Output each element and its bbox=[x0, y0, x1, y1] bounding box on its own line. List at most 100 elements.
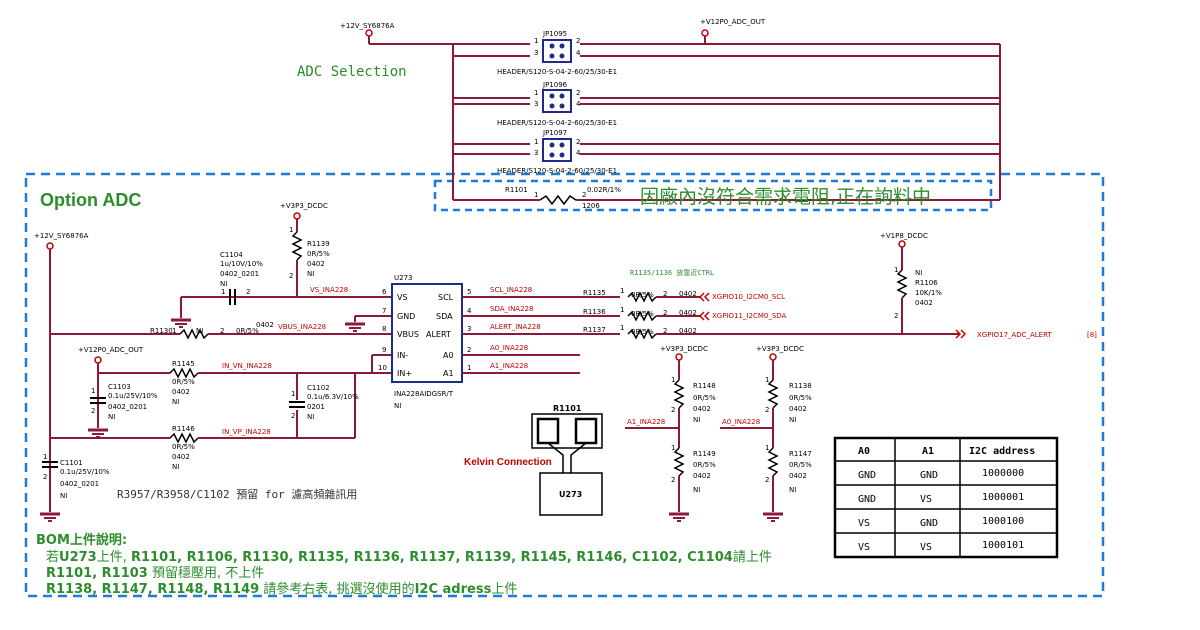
c1102-symbol[interactable] bbox=[289, 401, 305, 408]
offpage-connector-sda bbox=[698, 311, 710, 321]
bom-line3-bold2: I2C adress bbox=[415, 582, 492, 597]
r1101-value: 0.02R/1% bbox=[587, 186, 621, 194]
c1101-symbol[interactable] bbox=[42, 461, 58, 468]
power-flag-v12p0-left bbox=[94, 356, 102, 364]
kelvin-connection-label: Kelvin Connection bbox=[464, 457, 552, 468]
r1139-pin2: 2 bbox=[289, 272, 293, 280]
r1136-symbol[interactable] bbox=[627, 310, 657, 322]
header-jp1095[interactable] bbox=[542, 39, 572, 63]
u273-pin9-num: 9 bbox=[382, 346, 386, 354]
jp1096-pin1: 1 bbox=[534, 89, 538, 97]
kelvin-connection-diagram bbox=[531, 413, 603, 516]
header-jp1097-ref: JP1097 bbox=[542, 129, 567, 137]
r1138-pkg: 0402 bbox=[789, 405, 807, 413]
c1103-pin1: 1 bbox=[91, 387, 95, 395]
bom-line3-mid: 請參考右表, 挑選沒使用的 bbox=[259, 581, 414, 597]
u273-pin6-num: 6 bbox=[382, 288, 387, 296]
c1104-symbol[interactable] bbox=[229, 289, 236, 305]
table-cell: VS bbox=[858, 542, 870, 553]
ground-symbol bbox=[763, 512, 783, 522]
r1139-symbol[interactable] bbox=[291, 231, 303, 261]
net-a0-right-label: A0_INA228 bbox=[722, 418, 760, 426]
r1130-symbol[interactable] bbox=[179, 328, 209, 340]
r1136-pin1: 1 bbox=[620, 306, 624, 314]
net-in-vn-label: IN_VN_INA228 bbox=[222, 362, 272, 370]
bom-line3-post: 上件 bbox=[491, 582, 517, 597]
c1103-symbol[interactable] bbox=[90, 397, 106, 404]
power-flag-v3p3-b bbox=[769, 353, 777, 361]
net-alert-label: ALERT_INA228 bbox=[490, 323, 541, 331]
net-vs-label: VS_INA228 bbox=[310, 286, 348, 294]
c1103-value: 0.1u/25V/10% bbox=[108, 392, 158, 400]
r1145-symbol[interactable] bbox=[169, 367, 199, 379]
u273-pin-scl: SCL bbox=[438, 293, 454, 302]
table-cell: GND bbox=[858, 470, 876, 481]
r1147-pin2: 2 bbox=[765, 476, 769, 484]
power-flag-12v-left bbox=[46, 242, 54, 250]
bom-line1-pre: 若 bbox=[46, 549, 59, 565]
r1148-symbol[interactable] bbox=[673, 379, 685, 409]
u273-pin-sda: SDA bbox=[436, 312, 453, 321]
net-vbus-label: VBUS_INA228 bbox=[278, 323, 326, 331]
r1135-1136-note: R1135/1136 放靠近CTRL bbox=[630, 268, 714, 277]
power-flag-v3p3-top bbox=[293, 212, 301, 220]
r1130-value: 0R/5% bbox=[236, 327, 259, 335]
r1138-ref: R1138 bbox=[789, 382, 812, 390]
c1101-value: 0.1u/25V/10% bbox=[60, 468, 110, 476]
r1137-pkg: 0402 bbox=[679, 327, 697, 335]
table-cell: 1000101 bbox=[982, 540, 1024, 551]
r1135-symbol[interactable] bbox=[627, 291, 657, 303]
header-jp1096[interactable] bbox=[542, 89, 572, 113]
header-jp1096-part: HEADER/S120-S-04-2-60/25/30-E1 bbox=[497, 119, 617, 127]
r1148-pin1: 1 bbox=[671, 376, 675, 384]
jp1095-pin3: 3 bbox=[534, 49, 538, 57]
net-scl-label: SCL_INA228 bbox=[490, 286, 532, 294]
net-a0-label: A0_INA228 bbox=[490, 344, 528, 352]
r1106-pkg: 0402 bbox=[915, 299, 933, 307]
rail-v1p8-label: +V1P8_DCDC bbox=[880, 232, 928, 240]
r1148-pkg: 0402 bbox=[693, 405, 711, 413]
r1101-pin1: 1 bbox=[534, 191, 538, 199]
r1137-pin1: 1 bbox=[620, 324, 624, 332]
bom-line-2: R1101, R1103 預留穩壓用, 不上件 bbox=[46, 566, 264, 581]
jp1095-pin1: 1 bbox=[534, 37, 538, 45]
power-flag-v1p8 bbox=[898, 240, 906, 248]
r1149-pin2: 2 bbox=[671, 476, 675, 484]
r1145-pkg: 0402 bbox=[172, 388, 190, 396]
r1137-symbol[interactable] bbox=[627, 328, 657, 340]
r1138-symbol[interactable] bbox=[767, 379, 779, 409]
header-wiring bbox=[368, 36, 1001, 201]
r1147-symbol[interactable] bbox=[767, 447, 779, 477]
table-cell: GND bbox=[858, 494, 876, 505]
jp1097-pin1: 1 bbox=[534, 138, 538, 146]
r1149-symbol[interactable] bbox=[673, 447, 685, 477]
table-cell: 1000100 bbox=[982, 516, 1024, 527]
r1149-pkg: 0402 bbox=[693, 472, 711, 480]
r1137-pin2: 2 bbox=[663, 327, 667, 335]
r1130-pin2: 2 bbox=[220, 327, 224, 335]
u273-pin10-num: 10 bbox=[378, 364, 387, 372]
r1149-pin1: 1 bbox=[671, 444, 675, 452]
r1101-symbol[interactable] bbox=[539, 194, 580, 206]
r1135-ref: R1135 bbox=[583, 289, 606, 297]
u273-pin-vs: VS bbox=[397, 293, 408, 302]
rail-v3p3-b-label: +V3P3_DCDC bbox=[756, 345, 804, 353]
u273-pin1-num: 1 bbox=[467, 364, 471, 372]
r1101-pkg: 1206 bbox=[582, 202, 600, 210]
r1130-ref: R1130 bbox=[150, 327, 173, 335]
rail-v12p0-label: +V12P0_ADC_OUT bbox=[700, 18, 766, 26]
r1139-pin1: 1 bbox=[289, 226, 293, 234]
c1104-pkg: 0402_0201 bbox=[220, 270, 259, 278]
r1136-pkg: 0402 bbox=[679, 309, 697, 317]
header-jp1097[interactable] bbox=[542, 138, 572, 162]
r1106-symbol[interactable] bbox=[896, 269, 908, 299]
c1102-pin2: 2 bbox=[291, 412, 295, 420]
r1146-pkg: 0402 bbox=[172, 453, 190, 461]
u273-pin-a0: A0 bbox=[443, 351, 454, 360]
u273-pin7-num: 7 bbox=[382, 307, 386, 315]
c1104-value: 1u/10V/10% bbox=[220, 260, 263, 268]
r1146-symbol[interactable] bbox=[169, 432, 199, 444]
net-sda-label: SDA_INA228 bbox=[490, 305, 533, 313]
